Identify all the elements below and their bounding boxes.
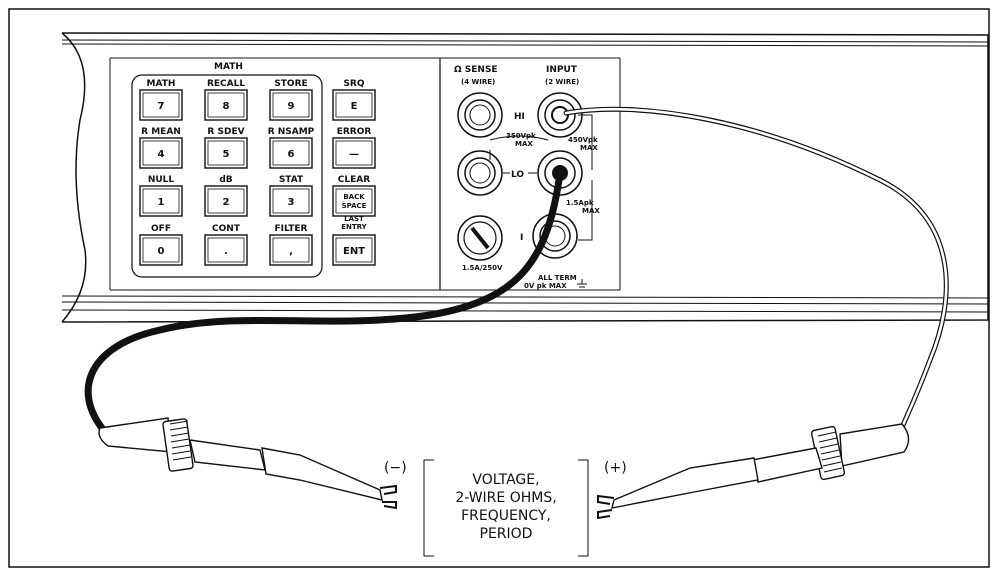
key-face-label: 4 — [158, 149, 165, 160]
key-function-label: R NSAMP — [268, 127, 315, 137]
negative-polarity-label: (−) — [384, 460, 407, 476]
key-face-label: ENT — [343, 246, 365, 257]
sense-sublabel: (4 WIRE) — [461, 78, 495, 86]
input-hi-terminal[interactable] — [537, 92, 583, 138]
sense-hi-terminal[interactable] — [457, 92, 503, 138]
negative-probe — [98, 417, 397, 510]
key-face-label: 3 — [288, 197, 295, 208]
terminal-block: Ω SENSE (4 WIRE) INPUT (2 WIRE) HI LO — [454, 65, 600, 291]
keypad-key[interactable]: FILTER, — [269, 224, 313, 266]
key-face-label: 6 — [288, 149, 295, 160]
key-face-label: 2 — [223, 197, 230, 208]
key-face-label: 0 — [158, 246, 165, 257]
keypad-key[interactable]: STORE 9 — [269, 79, 313, 121]
keypad-key[interactable]: R MEAN 4 — [139, 127, 183, 169]
fuse-rating: 1.5A/250V — [462, 264, 503, 272]
callout-line-4: PERIOD — [480, 526, 533, 542]
sense-lo-terminal[interactable] — [457, 150, 503, 196]
all-term-label: ALL TERM — [538, 274, 577, 282]
key-function-label: ENTRY — [341, 223, 367, 231]
keypad: MATH 7 RECALL 8 STORE 9 SRQ E R MEAN 4 R SDEV 5 R NS… — [139, 79, 376, 266]
key-face-label: 9 — [288, 101, 295, 112]
v450-label: 450Vpk — [568, 136, 598, 144]
key-face-label: BACK — [343, 193, 365, 201]
fuse-holder[interactable] — [457, 215, 503, 261]
input-sublabel: (2 WIRE) — [545, 78, 579, 86]
keypad-border — [131, 74, 323, 278]
keypad-group-label: MATH — [214, 62, 243, 72]
input-label: INPUT — [546, 65, 578, 75]
measurement-callout: VOLTAGE, 2-WIRE OHMS, FREQUENCY, PERIOD — [423, 459, 589, 557]
key-function-label: dB — [219, 175, 232, 185]
v350-label: 350Vpk — [506, 132, 536, 140]
key-function-label: SRQ — [343, 79, 364, 89]
callout-line-3: FREQUENCY, — [461, 508, 551, 524]
figure-frame — [8, 8, 990, 568]
lo-label: LO — [511, 170, 524, 180]
key-face-label: 8 — [223, 101, 230, 112]
keypad-key[interactable]: RECALL 8 — [204, 79, 248, 121]
key-function-label: NULL — [148, 175, 175, 185]
max3-label: MAX — [582, 207, 600, 215]
hi-label: HI — [514, 112, 525, 122]
keypad-key[interactable]: dB 2 — [204, 175, 248, 217]
keypad-key[interactable]: STAT 3 — [269, 175, 313, 217]
keypad-key[interactable]: NULL 1 — [139, 175, 183, 217]
key-face-label: 7 — [158, 101, 165, 112]
key-function-label: MATH — [147, 79, 176, 89]
callout-line-1: VOLTAGE, — [472, 472, 539, 488]
key-function-label: FILTER — [275, 224, 308, 234]
key-face-label: , — [289, 246, 293, 257]
key-function-label: LAST — [344, 215, 364, 223]
keypad-key[interactable]: SRQ E — [332, 79, 376, 121]
a15-label: 1.5Apk — [566, 199, 594, 207]
negative-test-lead — [84, 169, 564, 436]
key-face-label: SPACE — [342, 202, 367, 210]
key-face-label: . — [224, 246, 228, 257]
key-face-label: — — [349, 149, 359, 160]
i-label: I — [520, 233, 523, 243]
key-function-label: STORE — [274, 79, 307, 89]
keypad-key[interactable]: OFF 0 — [139, 224, 183, 266]
positive-probe — [597, 423, 910, 520]
key-function-label: CLEAR — [338, 175, 370, 185]
sense-label: Ω SENSE — [454, 65, 498, 75]
key-function-label: STAT — [279, 175, 304, 185]
callout-line-2: 2-WIRE OHMS, — [455, 490, 556, 506]
keypad-key[interactable]: CONT. — [204, 224, 248, 266]
ground-symbol-icon — [577, 279, 587, 291]
key-function-label: R SDEV — [207, 127, 244, 137]
key-function-label: R MEAN — [141, 127, 181, 137]
positive-test-lead — [563, 106, 949, 435]
key-function-label: OFF — [151, 224, 171, 234]
keypad-key[interactable]: R NSAMP 6 — [268, 127, 315, 169]
keypad-key[interactable]: R SDEV 5 — [204, 127, 248, 169]
vpk-max-label: 0V pk MAX — [524, 282, 567, 290]
max2-label: MAX — [580, 144, 598, 152]
positive-polarity-label: (+) — [604, 460, 627, 476]
key-function-label: RECALL — [207, 79, 245, 89]
key-function-label: CONT — [212, 224, 241, 234]
key-face-label: 1 — [158, 197, 165, 208]
max1-label: MAX — [515, 140, 533, 148]
instrument-panel: MATH — [61, 32, 989, 323]
key-face-label: E — [351, 101, 358, 112]
keypad-key[interactable]: ERROR — — [332, 127, 376, 169]
key-face-label: 5 — [223, 149, 230, 160]
keypad-key[interactable]: MATH 7 — [139, 79, 183, 121]
key-function-label: ERROR — [337, 127, 372, 137]
